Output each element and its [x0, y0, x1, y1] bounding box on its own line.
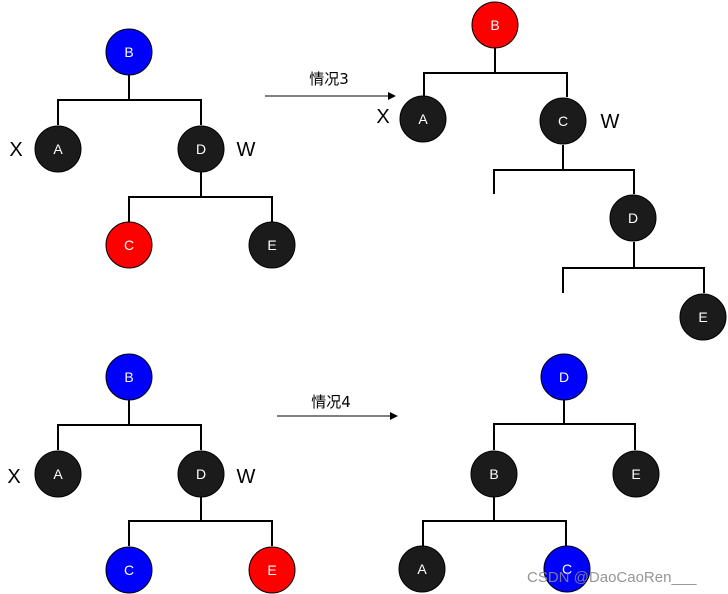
edge-b-root [57, 75, 202, 125]
node-label: C [558, 113, 568, 129]
watermark: CSDN @DaoCaoRen___ [527, 569, 697, 586]
case4-arrow-label: 情况4 [311, 393, 351, 411]
node-label: E [267, 237, 276, 253]
edge-d-children [128, 497, 273, 546]
case3-before-tree: B A D C E X W [9, 28, 296, 269]
node-circle [679, 293, 727, 341]
node-label: B [124, 369, 133, 385]
node-label: C [562, 561, 572, 577]
edge-b-root [57, 400, 202, 450]
node-c: C [105, 546, 153, 594]
node-circle [105, 28, 153, 76]
node-circle [470, 450, 518, 498]
node-circle [398, 545, 446, 593]
case4-after-tree: D B E A C [398, 353, 660, 593]
node-circle [248, 221, 296, 269]
node-circle [539, 97, 587, 145]
label-x: X [9, 139, 22, 161]
label-w: W [237, 466, 256, 488]
edge-b-children [422, 497, 567, 546]
node-label: A [418, 111, 428, 127]
case3-arrow-label: 情况3 [309, 70, 349, 88]
node-b: B [105, 353, 153, 401]
edge-d-root [493, 400, 636, 450]
node-circle [248, 546, 296, 594]
node-d: D [177, 125, 225, 173]
node-e: E [248, 221, 296, 269]
node-b: B [471, 1, 519, 49]
node-a: A [34, 125, 82, 173]
case4-before-tree: B A D C E X W [7, 353, 296, 594]
node-b: B [105, 28, 153, 76]
node-e: E [612, 450, 660, 498]
node-c: C [543, 545, 591, 593]
node-circle [34, 125, 82, 173]
edge-d-children [562, 242, 705, 293]
node-c: C [105, 221, 153, 269]
edge-b-root [423, 48, 568, 97]
node-label: D [196, 466, 206, 482]
node-label: A [417, 561, 427, 577]
node-label: D [559, 369, 569, 385]
node-circle [609, 194, 657, 242]
edge-d-children [128, 172, 273, 222]
node-a: A [34, 450, 82, 498]
node-label: A [53, 141, 63, 157]
node-label: D [196, 141, 206, 157]
node-circle [105, 546, 153, 594]
node-label: E [631, 466, 640, 482]
node-circle [177, 125, 225, 173]
node-circle [543, 545, 591, 593]
node-circle [540, 353, 588, 401]
node-label: C [124, 562, 134, 578]
node-a: A [399, 95, 447, 143]
node-circle [471, 1, 519, 49]
node-a: A [398, 545, 446, 593]
case3-after-tree: B A C D E X W [376, 1, 727, 341]
node-e: E [679, 293, 727, 341]
node-label: A [53, 466, 63, 482]
node-circle [105, 221, 153, 269]
node-circle [399, 95, 447, 143]
node-circle [177, 450, 225, 498]
node-label: E [698, 309, 707, 325]
node-label: B [124, 44, 133, 60]
edge-c-children [493, 145, 635, 194]
node-circle [105, 353, 153, 401]
label-x: X [376, 106, 389, 128]
label-x: X [7, 466, 20, 488]
case3-arrow: 情况3 [265, 70, 396, 100]
node-circle [612, 450, 660, 498]
node-d: D [177, 450, 225, 498]
case4-arrow: 情况4 [277, 393, 398, 420]
label-w: W [601, 111, 620, 133]
node-d: D [540, 353, 588, 401]
node-label: E [267, 562, 276, 578]
node-circle [34, 450, 82, 498]
node-label: B [490, 17, 499, 33]
node-e: E [248, 546, 296, 594]
label-w: W [237, 139, 256, 161]
node-label: B [489, 466, 498, 482]
node-label: D [628, 210, 638, 226]
node-c: C [539, 97, 587, 145]
node-label: C [124, 237, 134, 253]
node-b: B [470, 450, 518, 498]
node-d: D [609, 194, 657, 242]
